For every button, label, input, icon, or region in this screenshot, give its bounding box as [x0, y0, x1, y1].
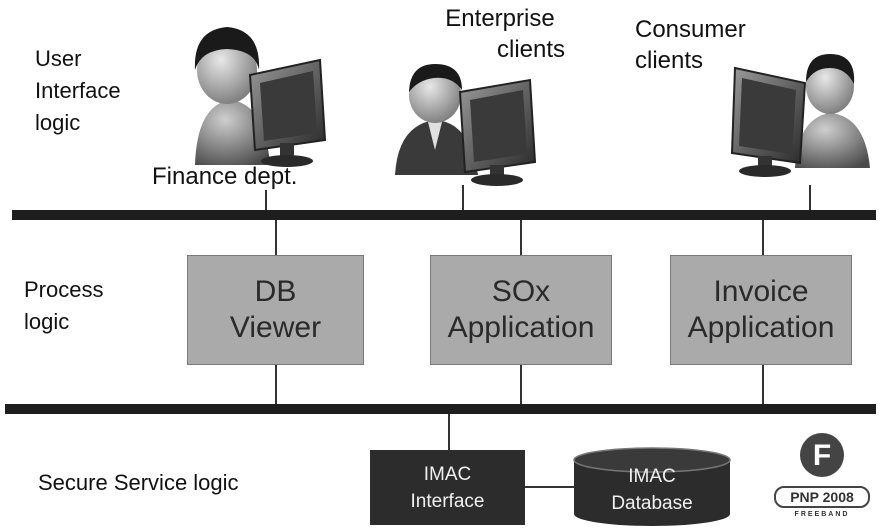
db-viewer-line: DB — [254, 275, 297, 308]
invoice-bottom-connector — [762, 365, 764, 405]
process-logic-line: logic — [24, 309, 70, 334]
finance-user-icon — [194, 27, 327, 167]
f-logo-icon: F — [800, 433, 844, 477]
consumer-connector — [809, 185, 811, 210]
consumer-line: clients — [635, 47, 704, 74]
enterprise-line: clients — [496, 36, 566, 63]
pnp-badge: PNP 2008 — [774, 486, 870, 508]
freeband-text: FREEBAND — [794, 511, 850, 518]
finance-connector — [265, 190, 267, 210]
interface-database-link — [525, 486, 575, 488]
logo-letter: F — [813, 439, 831, 472]
invoice-line: Invoice — [713, 275, 809, 308]
invoice-top-connector — [762, 220, 764, 255]
imac-interface-connector — [448, 414, 450, 450]
process-logic-label: Process logic — [24, 274, 134, 338]
enterprise-user-icon — [395, 64, 537, 186]
enterprise-connector — [462, 185, 464, 210]
invoice-application-box: Invoice Application — [670, 255, 852, 365]
ui-logic-line: Interface — [35, 78, 121, 103]
sox-top-connector — [520, 220, 522, 255]
consumer-user-icon — [730, 54, 870, 177]
sox-bottom-connector — [520, 365, 522, 405]
enterprise-clients-label: Enterprise clients — [420, 3, 580, 65]
process-bus — [5, 404, 876, 414]
imac-database-line: Database — [611, 493, 693, 514]
freeband-logo: F PNP 2008 FREEBAND — [772, 430, 872, 528]
imac-interface-box: IMAC Interface — [370, 450, 525, 525]
sox-application-box: SOx Application — [430, 255, 612, 365]
ui-bus — [12, 210, 876, 220]
secure-service-logic-label: Secure Service logic — [38, 470, 239, 495]
consumer-line: Consumer — [635, 16, 746, 43]
consumer-clients-label: Consumer clients — [635, 14, 746, 76]
imac-interface-line: IMAC — [423, 463, 472, 485]
db-viewer-top-connector — [275, 220, 277, 255]
imac-interface-line: Interface — [410, 490, 485, 512]
invoice-line: Application — [687, 311, 835, 344]
enterprise-line: Enterprise — [445, 5, 555, 32]
pnp-badge-text: PNP 2008 — [790, 489, 854, 505]
process-logic-line: Process — [24, 277, 104, 302]
db-viewer-line: Viewer — [229, 311, 322, 344]
imac-database-line: IMAC — [628, 466, 676, 487]
sox-line: Application — [447, 311, 595, 344]
imac-database-label: IMAC Database — [572, 463, 732, 517]
db-viewer-bottom-connector — [275, 365, 277, 405]
finance-dept-label: Finance dept. — [152, 163, 298, 190]
imac-database-cylinder — [573, 447, 731, 526]
ui-logic-line: User — [35, 46, 82, 71]
ui-logic-label: User Interface logic — [35, 43, 145, 139]
sox-line: SOx — [491, 275, 551, 308]
db-viewer-box: DB Viewer — [187, 255, 364, 365]
ui-logic-line: logic — [35, 110, 81, 135]
